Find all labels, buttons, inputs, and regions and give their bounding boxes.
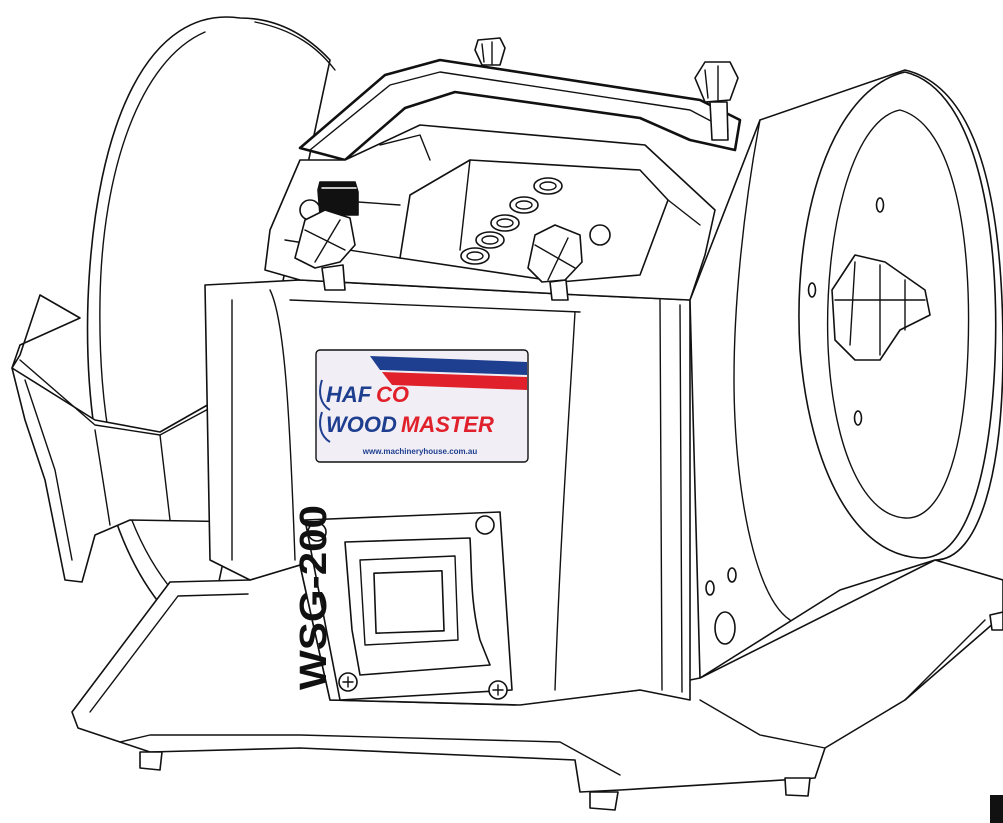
rear-knob-right[interactable] xyxy=(694,61,739,141)
side-ports xyxy=(705,567,737,645)
control-button-2[interactable] xyxy=(509,196,539,214)
brand-name-line2-a: WOOD xyxy=(326,412,397,437)
carry-handle xyxy=(298,58,742,162)
control-button-column xyxy=(460,177,563,265)
power-switch-button[interactable] xyxy=(373,570,445,634)
brand-name-line1-b: CO xyxy=(376,382,409,407)
water-trough xyxy=(11,294,256,583)
front-knob-left[interactable] xyxy=(294,181,359,291)
brand-name-line1-a: HAF xyxy=(326,382,372,407)
control-button-1[interactable] xyxy=(533,177,563,195)
control-button-3[interactable] xyxy=(490,214,520,232)
control-button-5[interactable] xyxy=(460,247,490,265)
brand-label: HAF CO WOOD MASTER www.machineryhouse.co… xyxy=(315,349,529,463)
rear-knob-left[interactable] xyxy=(474,37,506,66)
front-knob-right[interactable] xyxy=(527,224,583,301)
brand-name-line2-b: MASTER xyxy=(401,412,494,437)
model-number: WSG-200 xyxy=(293,505,335,690)
page-corner-mark xyxy=(990,795,1003,823)
control-button-4[interactable] xyxy=(475,231,505,249)
brand-website: www.machineryhouse.com.au xyxy=(362,447,478,456)
wheel-lock-knob[interactable] xyxy=(831,254,931,361)
